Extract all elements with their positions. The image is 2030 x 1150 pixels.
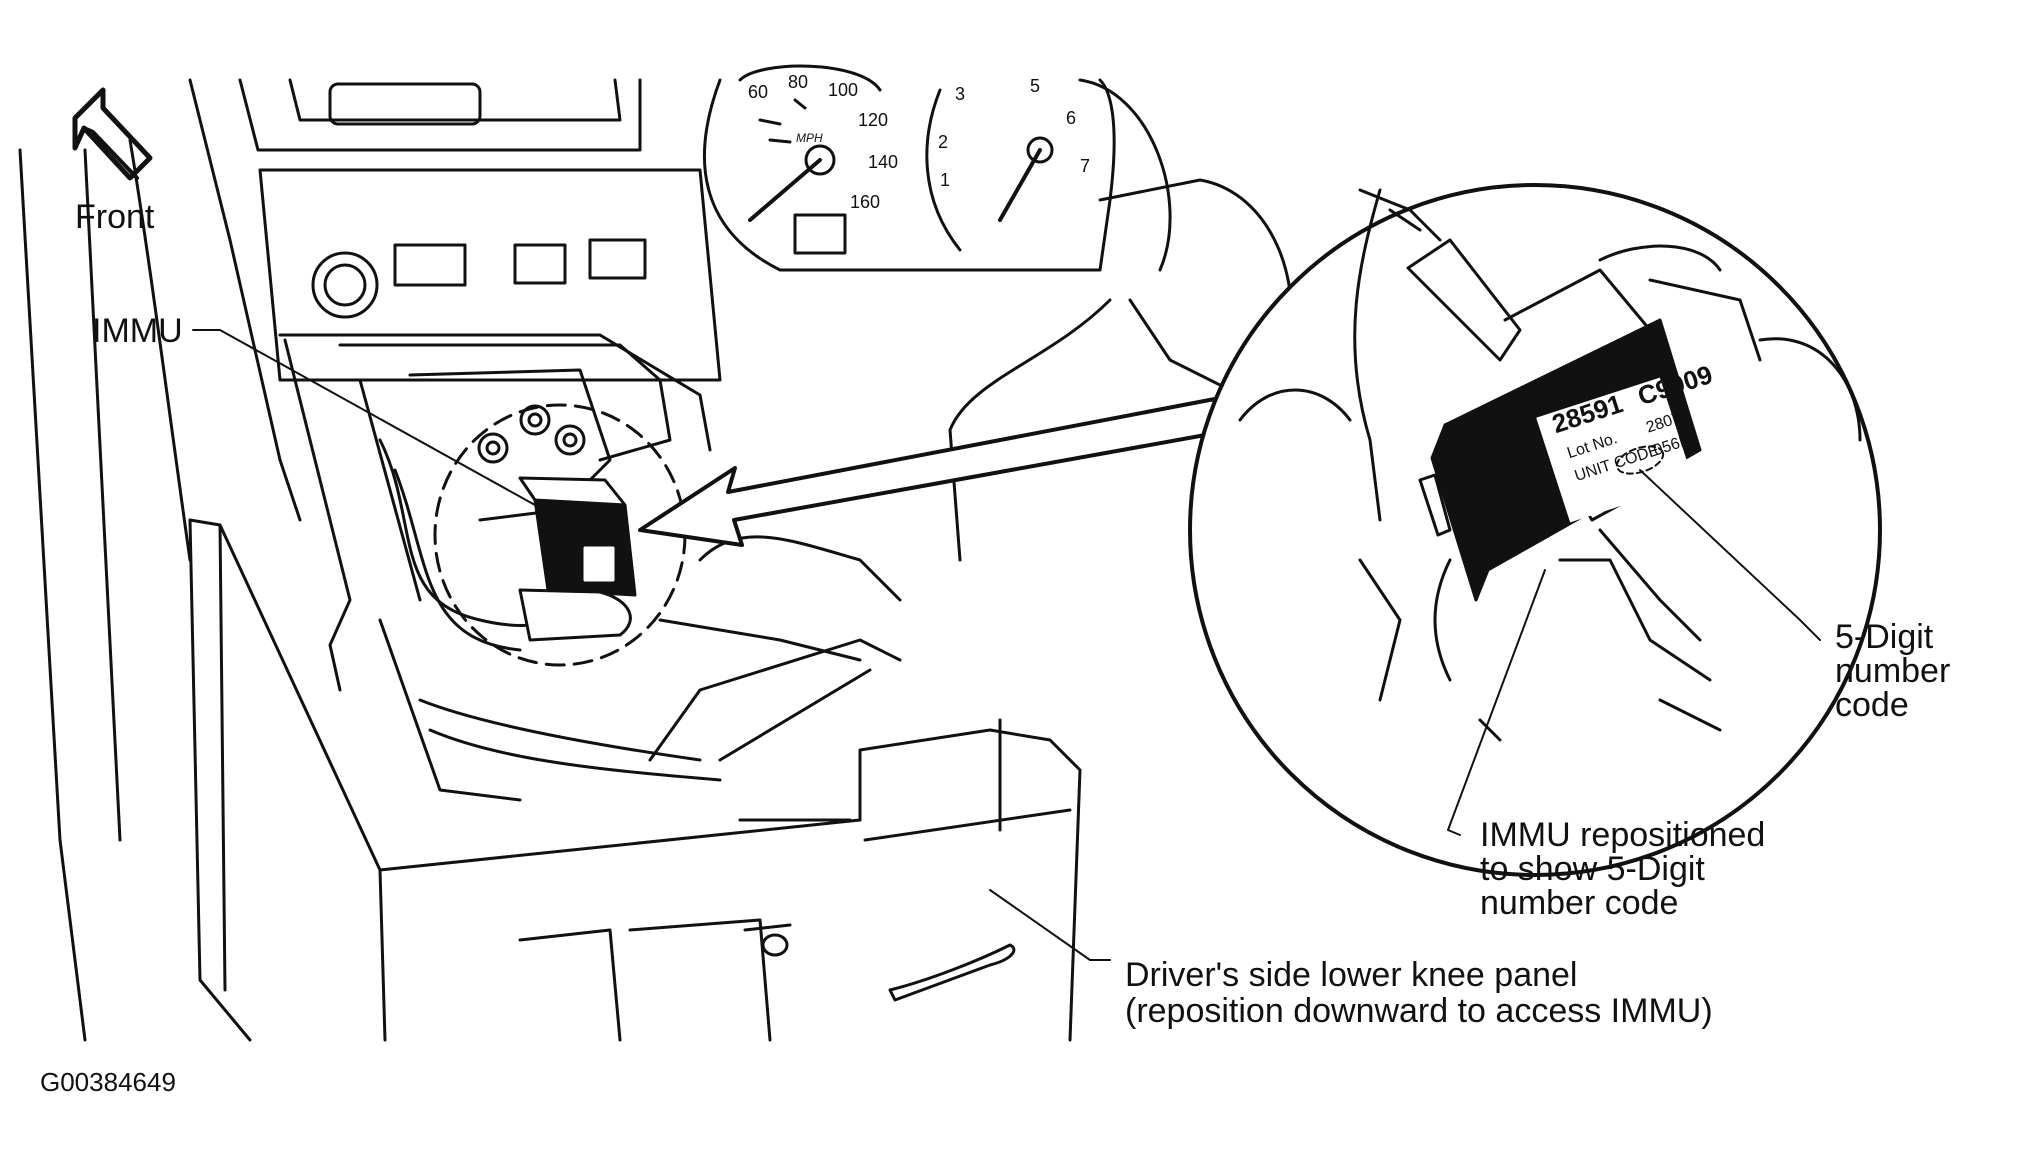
front-label: Front	[75, 198, 155, 236]
speedo-tick: 120	[858, 110, 888, 130]
dashboard-drawing	[18, 78, 902, 1042]
repositioned-callout-line3: number code	[1480, 884, 1679, 922]
tacho-tick: 6	[1066, 108, 1076, 128]
five-digit-callout-line2: number	[1835, 652, 1951, 690]
speedo-tick: 80	[788, 72, 808, 92]
instrument-cluster	[703, 64, 1293, 562]
repositioned-callout-line1: IMMU repositioned	[1480, 816, 1766, 854]
knee-panel	[188, 518, 1082, 1042]
front-arrow-icon	[72, 87, 153, 181]
tacho-tick: 5	[1030, 76, 1040, 96]
tacho-tick: 7	[1080, 156, 1090, 176]
zoom-detail-circle	[1188, 183, 1882, 877]
knee-panel-callout-line1: Driver's side lower knee panel	[1125, 956, 1578, 994]
speedometer-labels: 60 80 100 120 140 160 MPH	[748, 72, 898, 212]
five-digit-callout-line3: code	[1835, 686, 1909, 724]
knee-panel-callout-line2: (reposition downward to access IMMU)	[1125, 992, 1713, 1030]
repositioned-callout-line2: to show 5-Digit	[1480, 850, 1705, 888]
speedo-tick: 60	[748, 82, 768, 102]
speedo-tick: 100	[828, 80, 858, 100]
tacho-tick: 3	[955, 84, 965, 104]
tacho-tick: 2	[938, 132, 948, 152]
five-digit-callout-line1: 5-Digit	[1835, 618, 1934, 656]
tacho-tick: 1	[940, 170, 950, 190]
immu-callout: IMMU	[92, 312, 183, 350]
speedo-tick: 140	[868, 152, 898, 172]
speedo-tick: 160	[850, 192, 880, 212]
zoom-arrow	[638, 396, 1224, 547]
figure-id: G00384649	[40, 1067, 176, 1097]
tachometer-labels: 1 2 3 5 6 7	[938, 76, 1090, 190]
speedo-unit: MPH	[796, 131, 823, 145]
leader-lines	[192, 329, 1821, 961]
